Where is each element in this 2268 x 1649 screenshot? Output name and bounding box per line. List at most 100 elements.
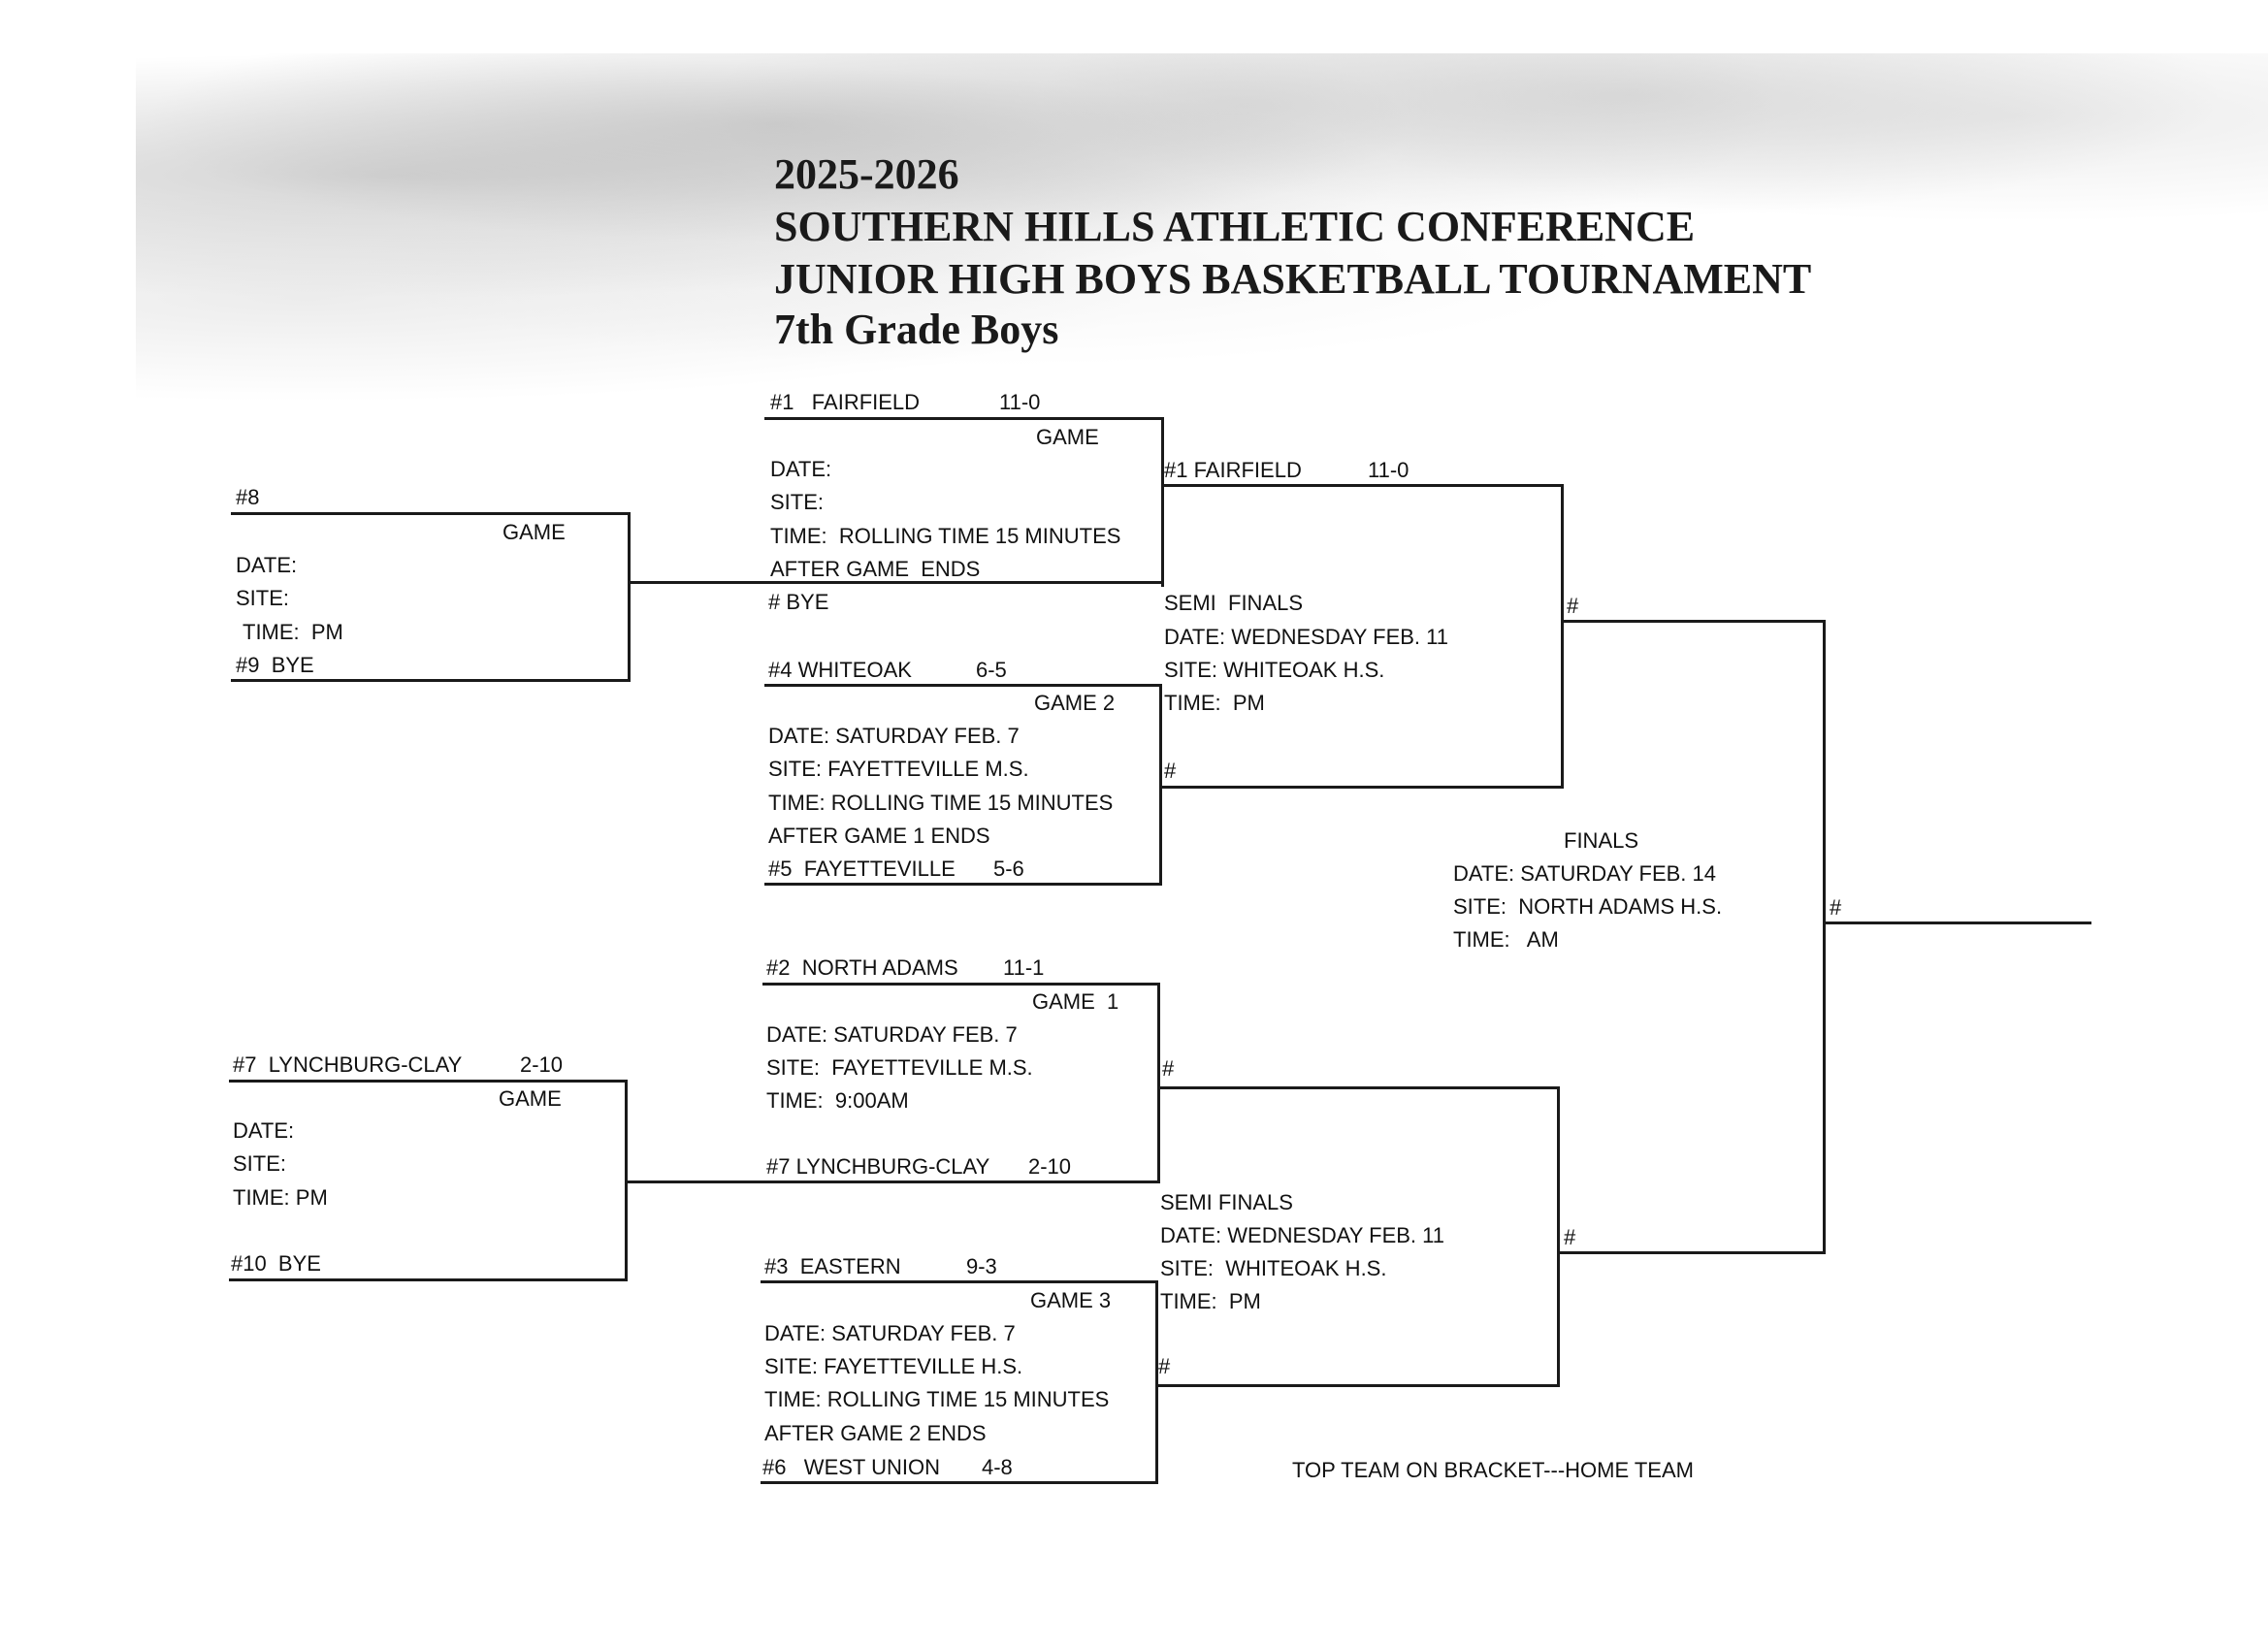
semi-top-team-bottom: # bbox=[1164, 759, 1177, 783]
play-in-bottom-advance-line bbox=[628, 1180, 1159, 1183]
tournament-title: JUNIOR HIGH BOYS BASKETBALL TOURNAMENT bbox=[774, 255, 1812, 303]
game-3-after: AFTER GAME 2 ENDS bbox=[764, 1421, 987, 1445]
play-in-bottom-game-label: GAME bbox=[499, 1086, 562, 1111]
play-in-top-line-top bbox=[231, 512, 631, 515]
game-2-record-bottom: 5-6 bbox=[993, 857, 1024, 881]
play-in-top-game-label: GAME bbox=[502, 520, 566, 544]
game-a-site: SITE: bbox=[770, 490, 825, 514]
seed-10-label: #10 BYE bbox=[231, 1251, 321, 1276]
game-3-record-top: 9-3 bbox=[966, 1254, 997, 1278]
semi-top-site: SITE: WHITEOAK H.S. bbox=[1164, 658, 1385, 682]
game-a-line-top bbox=[764, 417, 1164, 420]
finals-connector bbox=[1823, 620, 1826, 1254]
game-1-advance-line bbox=[1160, 1086, 1560, 1089]
game-3-connector bbox=[1155, 1280, 1158, 1484]
game-a-team-bottom: # BYE bbox=[768, 590, 829, 614]
game-a-game-label: GAME bbox=[1036, 425, 1099, 449]
game-2-time: TIME: ROLLING TIME 15 MINUTES bbox=[768, 791, 1114, 815]
game-a-team-top: #1 FAIRFIELD bbox=[770, 390, 921, 414]
game-a-advance-line bbox=[1164, 484, 1564, 487]
game-1-site: SITE: FAYETTEVILLE M.S. bbox=[766, 1055, 1033, 1080]
seed-7-record: 2-10 bbox=[520, 1052, 564, 1077]
game-a-connector bbox=[1161, 417, 1164, 587]
game-2-site: SITE: FAYETTEVILLE M.S. bbox=[768, 757, 1029, 781]
game-2-team-bottom: #5 FAYETTEVILLE bbox=[768, 857, 956, 881]
play-in-top-line-bottom bbox=[231, 679, 631, 682]
semi-top-record-top: 11-0 bbox=[1368, 458, 1409, 482]
play-in-bottom-date: DATE: bbox=[233, 1118, 295, 1143]
finals-title: FINALS bbox=[1564, 828, 1639, 853]
play-in-bottom-time: TIME: PM bbox=[233, 1185, 328, 1210]
seed-9-label: #9 BYE bbox=[236, 653, 314, 677]
semi-bottom-title: SEMI FINALS bbox=[1160, 1190, 1293, 1214]
game-3-game-label: GAME 3 bbox=[1030, 1288, 1112, 1312]
finals-time: TIME: AM bbox=[1453, 927, 1559, 952]
semi-bottom-site: SITE: WHITEOAK H.S. bbox=[1160, 1256, 1387, 1280]
game-2-line-top bbox=[764, 684, 1162, 687]
semi-bottom-time: TIME: PM bbox=[1160, 1289, 1261, 1313]
game-1-connector bbox=[1157, 983, 1160, 1183]
game-a-record-top: 11-0 bbox=[999, 390, 1041, 414]
seed-7-label: #7 LYNCHBURG-CLAY bbox=[233, 1052, 463, 1077]
game-1-record-bottom: 2-10 bbox=[1028, 1154, 1072, 1179]
game-a-time: TIME: ROLLING TIME 15 MINUTES bbox=[770, 524, 1121, 548]
game-3-line-bottom bbox=[761, 1481, 1158, 1484]
game-3-team-top: #3 EASTERN bbox=[764, 1254, 901, 1278]
play-in-top-connector bbox=[628, 512, 631, 682]
champion-label: # bbox=[1830, 895, 1842, 920]
game-2-connector bbox=[1159, 684, 1162, 886]
semi-bottom-team-bottom: # bbox=[1158, 1354, 1171, 1378]
game-3-advance-line bbox=[1158, 1384, 1558, 1387]
finals-site: SITE: NORTH ADAMS H.S. bbox=[1453, 894, 1723, 919]
semi-top-team-top: #1 FAIRFIELD bbox=[1164, 458, 1302, 482]
semi-top-advance-line bbox=[1564, 620, 1826, 623]
game-3-site: SITE: FAYETTEVILLE H.S. bbox=[764, 1354, 1023, 1378]
game-1-record-top: 11-1 bbox=[1003, 955, 1045, 980]
finals-date: DATE: SATURDAY FEB. 14 bbox=[1453, 861, 1716, 886]
game-2-record-top: 6-5 bbox=[976, 658, 1007, 682]
home-team-note: TOP TEAM ON BRACKET---HOME TEAM bbox=[1292, 1458, 1694, 1482]
finals-team-top: # bbox=[1567, 594, 1579, 618]
play-in-bottom-connector bbox=[625, 1080, 628, 1281]
season-title: 2025-2026 bbox=[774, 150, 959, 198]
semi-bottom-advance-line bbox=[1560, 1251, 1826, 1254]
game-2-date: DATE: SATURDAY FEB. 7 bbox=[768, 724, 1020, 748]
game-2-line-bottom bbox=[764, 883, 1162, 886]
semi-bottom-team-top: # bbox=[1162, 1056, 1175, 1081]
game-3-time: TIME: ROLLING TIME 15 MINUTES bbox=[764, 1387, 1110, 1411]
game-1-line-top bbox=[762, 983, 1160, 986]
game-2-game-label: GAME 2 bbox=[1034, 691, 1116, 715]
game-1-team-bottom: #7 LYNCHBURG-CLAY bbox=[766, 1154, 990, 1179]
division-title: 7th Grade Boys bbox=[774, 306, 1059, 353]
play-in-bottom-site: SITE: bbox=[233, 1151, 287, 1176]
play-in-top-site: SITE: bbox=[236, 586, 290, 610]
play-in-top-time: TIME: PM bbox=[243, 620, 343, 644]
game-1-date: DATE: SATURDAY FEB. 7 bbox=[766, 1022, 1018, 1047]
game-3-line-top bbox=[761, 1280, 1158, 1283]
game-a-after: AFTER GAME ENDS bbox=[770, 557, 981, 581]
play-in-bottom-line-bottom bbox=[229, 1278, 628, 1281]
game-3-date: DATE: SATURDAY FEB. 7 bbox=[764, 1321, 1016, 1345]
semi-bottom-date: DATE: WEDNESDAY FEB. 11 bbox=[1160, 1223, 1444, 1247]
semi-top-connector bbox=[1561, 484, 1564, 789]
play-in-top-advance-line bbox=[631, 581, 1162, 584]
game-1-team-top: #2 NORTH ADAMS bbox=[766, 955, 958, 980]
champion-line bbox=[1826, 922, 2091, 924]
game-3-team-bottom: #6 WEST UNION bbox=[762, 1455, 940, 1479]
game-2-after: AFTER GAME 1 ENDS bbox=[768, 824, 990, 848]
game-3-record-bottom: 4-8 bbox=[982, 1455, 1013, 1479]
game-2-advance-line bbox=[1162, 786, 1564, 789]
play-in-top-date: DATE: bbox=[236, 553, 298, 577]
game-a-date: DATE: bbox=[770, 457, 832, 481]
conference-title: SOUTHERN HILLS ATHLETIC CONFERENCE bbox=[774, 203, 1696, 250]
semi-bottom-connector bbox=[1557, 1086, 1560, 1387]
play-in-bottom-line-top bbox=[229, 1080, 628, 1083]
finals-team-bottom: # bbox=[1564, 1225, 1576, 1249]
seed-8-label: #8 bbox=[236, 485, 260, 509]
semi-top-time: TIME: PM bbox=[1164, 691, 1265, 715]
semi-top-title: SEMI FINALS bbox=[1164, 591, 1304, 615]
game-1-game-label: GAME 1 bbox=[1032, 989, 1119, 1014]
game-1-time: TIME: 9:00AM bbox=[766, 1088, 909, 1113]
game-2-team-top: #4 WHITEOAK bbox=[768, 658, 912, 682]
